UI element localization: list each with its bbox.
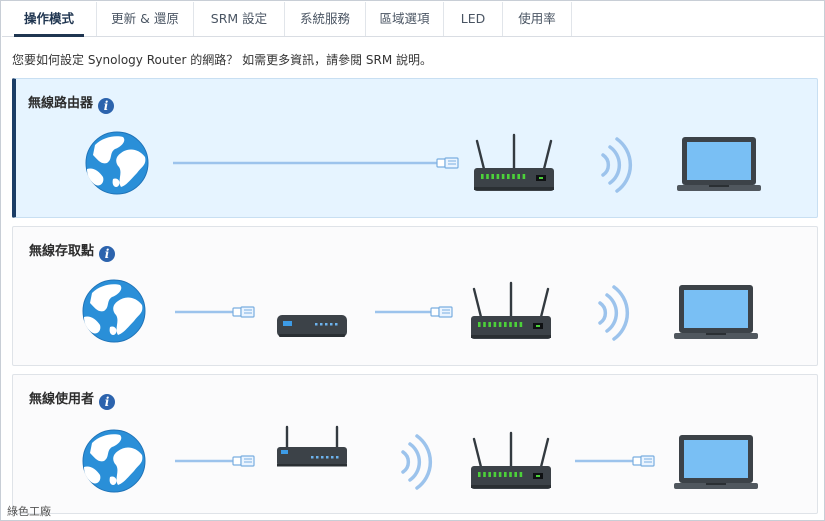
wifi-signal-icon <box>401 434 433 490</box>
mode-card-wireless-ap[interactable]: 無線存取點 i <box>12 226 818 366</box>
info-icon[interactable]: i <box>99 246 116 262</box>
laptop-icon <box>674 435 758 489</box>
tab-update-restore[interactable]: 更新 & 還原 <box>97 2 194 36</box>
tab-led[interactable]: LED <box>444 2 503 36</box>
modem-icon <box>277 315 347 337</box>
info-icon[interactable]: i <box>98 98 115 114</box>
wifi-signal-icon <box>598 285 630 341</box>
router-icon <box>471 431 551 489</box>
router-icon <box>471 281 551 339</box>
laptop-icon <box>674 285 758 339</box>
mode-diagram <box>82 425 758 493</box>
router-icon <box>277 425 347 467</box>
tab-bar: 操作模式 更新 & 還原 SRM 設定 系統服務 區域選項 LED 使用率 <box>2 2 824 37</box>
ethernet-cable-icon <box>575 455 655 467</box>
mode-title-text: 無線使用者 <box>29 392 95 407</box>
ethernet-cable-icon <box>175 455 255 467</box>
laptop-icon <box>677 137 761 191</box>
tab-region-options[interactable]: 區域選項 <box>366 2 444 36</box>
intro-text: 您要如何設定 Synology Router 的網路？ 如需更多資訊，請參閱 S… <box>12 53 433 67</box>
tab-srm-settings[interactable]: SRM 設定 <box>194 2 285 36</box>
ethernet-cable-icon <box>175 306 255 318</box>
tab-system-services[interactable]: 系統服務 <box>285 2 366 36</box>
router-icon <box>474 133 554 191</box>
tab-operation-mode[interactable]: 操作模式 <box>2 2 97 37</box>
tab-utilization[interactable]: 使用率 <box>503 2 572 36</box>
mode-title: 無線存取點 i <box>29 240 116 262</box>
ethernet-cable-icon <box>173 157 459 169</box>
watermark: 綠色工廠 <box>7 505 51 518</box>
globe-icon <box>82 429 146 493</box>
globe-icon <box>82 279 146 343</box>
mode-card-wireless-client[interactable]: 無線使用者 i <box>12 374 818 514</box>
ethernet-cable-icon <box>375 306 453 318</box>
info-icon[interactable]: i <box>99 394 116 410</box>
mode-title-text: 無線路由器 <box>28 96 94 111</box>
mode-diagram <box>82 279 758 343</box>
globe-icon <box>85 131 149 195</box>
mode-diagram <box>85 131 761 195</box>
wifi-signal-icon <box>601 137 633 193</box>
mode-title: 無線路由器 i <box>28 92 115 114</box>
mode-title: 無線使用者 i <box>29 388 116 410</box>
mode-card-wireless-router[interactable]: 無線路由器 i <box>12 78 818 218</box>
mode-title-text: 無線存取點 <box>29 244 95 259</box>
